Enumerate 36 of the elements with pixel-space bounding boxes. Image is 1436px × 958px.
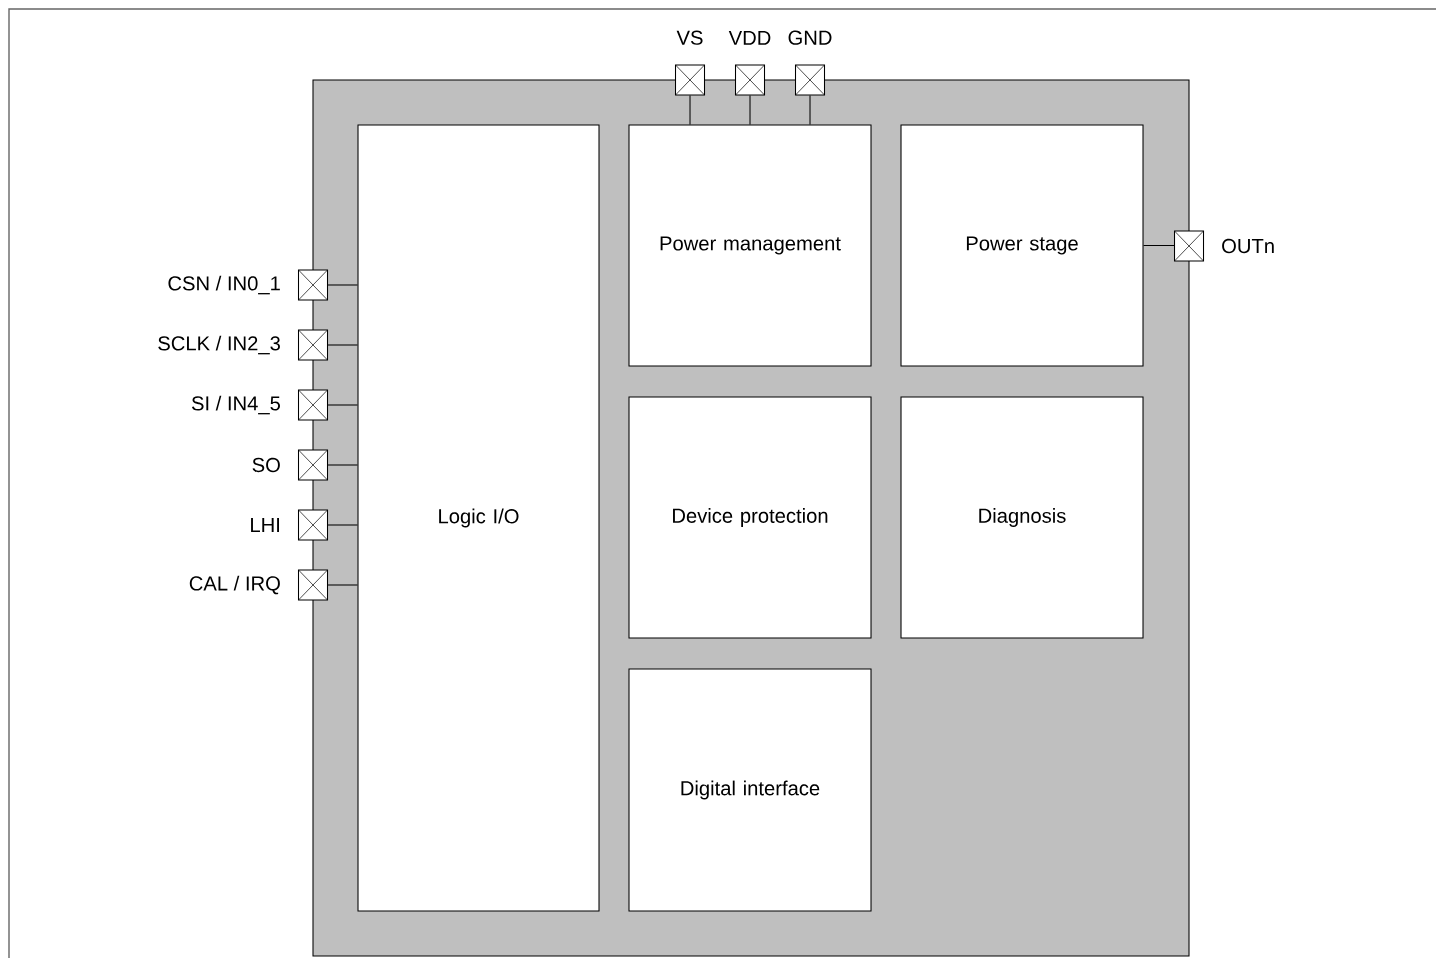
connector-line [327, 524, 358, 526]
connector-line [749, 95, 751, 125]
connector-line [689, 95, 691, 125]
block-box: Power stage [900, 124, 1144, 367]
block-box: Diagnosis [900, 396, 1144, 639]
pin-label: SI / IN4_5 [191, 395, 280, 415]
pin-symbol [298, 509, 329, 541]
pin-label: VS [676, 30, 703, 45]
connector-line [327, 584, 358, 586]
pin-symbol [298, 389, 329, 421]
connector-line [327, 284, 358, 286]
pin-label: SO [252, 457, 280, 473]
block-box: Device protection [628, 396, 872, 639]
pin-symbol [1174, 230, 1205, 262]
pin-symbol [298, 269, 329, 301]
connector-line [327, 404, 358, 406]
pin-symbol [298, 569, 329, 601]
connector-line [809, 95, 811, 125]
pin-label: LHI [251, 518, 279, 532]
pin-symbol [795, 64, 826, 96]
pin-label: VDD [728, 30, 771, 45]
pin-label: CAL / IRQ [189, 575, 280, 595]
connector-line [1143, 244, 1175, 247]
block-box: Digital interface [628, 668, 872, 912]
pin-label: GND [788, 30, 832, 45]
pin-symbol [675, 64, 706, 96]
pin-label: SCLK / IN2_3 [158, 335, 280, 355]
pin-label: OUTn [1222, 238, 1274, 254]
block-box: Logic I/O [357, 124, 600, 912]
connector-line [327, 464, 358, 466]
connector-line [327, 344, 358, 346]
pin-symbol [298, 329, 329, 361]
pin-symbol [298, 449, 329, 481]
pin-symbol [735, 64, 766, 96]
block-box: Power management [628, 124, 872, 367]
pin-label: CSN / IN0_1 [168, 275, 280, 295]
